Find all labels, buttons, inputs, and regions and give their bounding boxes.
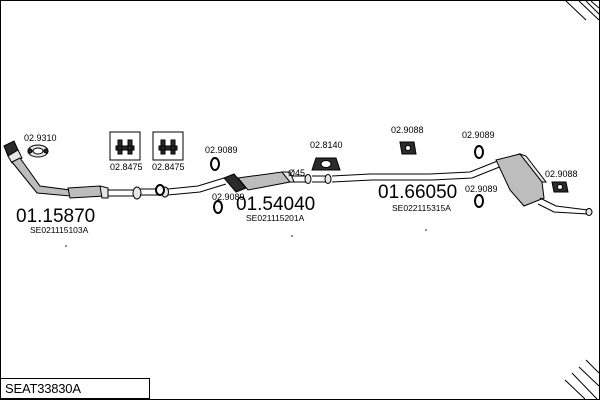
part-number-label: 02.8475 xyxy=(152,162,185,172)
rubber-block-icon xyxy=(551,181,569,193)
part-number-label: 02.8475 xyxy=(110,162,143,172)
part-number-label: 02.9088 xyxy=(545,169,578,179)
assembly-number: 01.54040 xyxy=(236,194,315,215)
corner-marks xyxy=(564,0,600,400)
assembly-code: SE021115201A xyxy=(246,213,305,223)
dot-mark xyxy=(425,229,427,231)
pipe-diameter-label: Ø45 xyxy=(288,168,305,178)
part-number-label: 02.9088 xyxy=(391,125,424,135)
part-number-label: 02.9089 xyxy=(462,130,495,140)
part-number-label: 02.9089 xyxy=(205,145,238,155)
assembly-code: SE022115315A xyxy=(392,203,451,213)
assembly-number: 01.15870 xyxy=(16,206,95,227)
mounting-bracket-icon xyxy=(311,157,341,171)
gasket-icon xyxy=(27,144,49,158)
centre-pipe xyxy=(140,171,332,198)
diagram-title: SEAT33830A xyxy=(5,381,81,396)
part-number-label: 02.8140 xyxy=(310,140,343,150)
clamp-kit-icon xyxy=(109,131,141,161)
part-number-label: 02.9089 xyxy=(465,184,498,194)
clamp-kit-icon xyxy=(152,131,184,161)
assembly-number: 01.66050 xyxy=(378,182,457,203)
part-number-label: 02.9310 xyxy=(24,133,57,143)
rear-pipe xyxy=(331,152,593,216)
part-number-label: 02.9089 xyxy=(212,192,245,202)
front-pipe xyxy=(3,140,142,200)
rubber-ring-icon xyxy=(155,184,165,196)
rubber-block-icon xyxy=(399,141,417,155)
dot-mark xyxy=(65,245,67,247)
rubber-mount-icon xyxy=(213,200,223,214)
dot-mark xyxy=(291,235,293,237)
rubber-mount-icon xyxy=(210,157,220,171)
rubber-mount-icon xyxy=(474,194,484,208)
diagram-title-box: SEAT33830A xyxy=(0,378,150,399)
assembly-code: SE021115103A xyxy=(30,225,89,235)
rubber-mount-icon xyxy=(474,145,484,159)
